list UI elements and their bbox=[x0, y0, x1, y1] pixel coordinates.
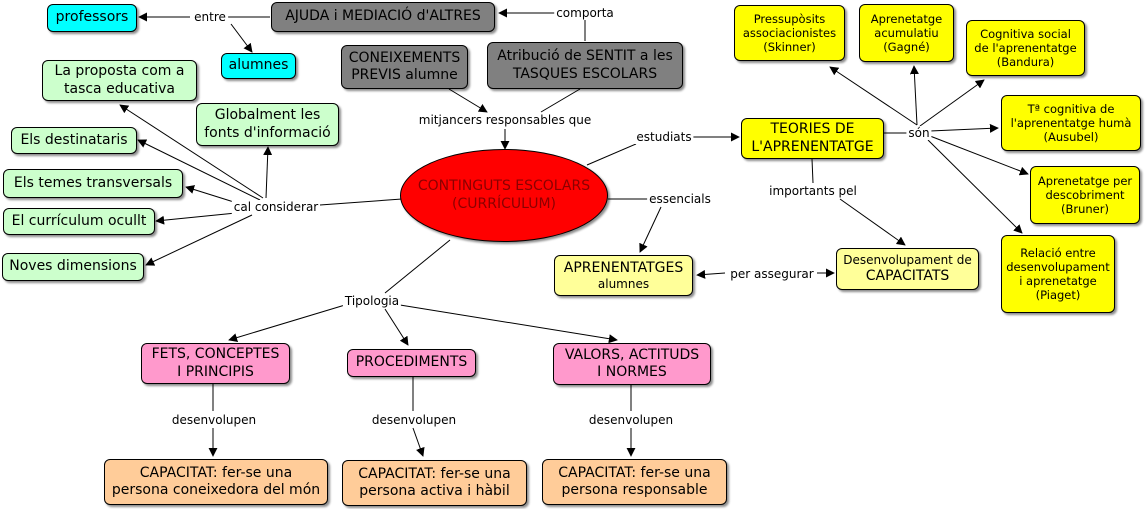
alumnes-node[interactable]: alumnes bbox=[221, 53, 296, 79]
fets-conceptes-node[interactable]: FETS, CONCEPTES I PRINCIPIS bbox=[141, 343, 290, 384]
valors-actituds-text: VALORS, ACTITUDS I NORMES bbox=[564, 346, 700, 380]
label-essencials: essencials bbox=[647, 192, 713, 206]
professors-text: professors bbox=[55, 9, 129, 26]
label-desenvolupen-2: desenvolupen bbox=[369, 413, 459, 427]
coneixements-previs-text: CONEIXEMENTS PREVIS alumne bbox=[348, 49, 461, 83]
label-entre: entre bbox=[192, 10, 228, 24]
globalment-text: Globalment les fonts d'informació bbox=[204, 107, 331, 141]
label-mitjancers: mitjancers responsables que bbox=[416, 113, 594, 127]
professors-node[interactable]: professors bbox=[47, 4, 137, 32]
desenvolupament-line1: Desenvolupament de bbox=[843, 253, 972, 268]
destinataris-text: Els destinataris bbox=[20, 131, 128, 148]
ajuda-mediacio-text: AJUDA i MEDIACIÓ d'ALTRES bbox=[285, 8, 481, 25]
teories-aprenentatge-text: TEORIES DE L'APRENENTATGE bbox=[751, 121, 874, 155]
ausubel-node[interactable]: Tª cognitiva de l'aprenentatge humà (Aus… bbox=[1001, 95, 1141, 151]
curriculum-ocult-text: El currículum ocullt bbox=[11, 212, 147, 229]
ausubel-text: Tª cognitiva de l'aprenentatge humà (Aus… bbox=[1010, 101, 1132, 144]
gagne-node[interactable]: Aprenetatge acumulatiu (Gagné) bbox=[859, 4, 954, 62]
capacitat-responsable-node[interactable]: CAPACITAT: fer-se una persona responsabl… bbox=[542, 459, 727, 505]
capacitat-coneixedora-node[interactable]: CAPACITAT: fer-se una persona coneixedor… bbox=[104, 459, 328, 505]
procediments-text: PROCEDIMENTS bbox=[355, 354, 468, 371]
proposta-text: La proposta com a tasca educativa bbox=[54, 63, 185, 97]
continguts-escolars-text: CONTINGUTS ESCOLARS (CURRÍCULUM) bbox=[417, 178, 591, 212]
bruner-text: Aprenetatge per descobriment (Bruner) bbox=[1037, 173, 1133, 216]
teories-aprenentatge-node[interactable]: TEORIES DE L'APRENENTATGE bbox=[741, 118, 884, 159]
desenvolupament-line2: CAPACITATS bbox=[865, 267, 950, 284]
label-desenvolupen-3: desenvolupen bbox=[586, 413, 676, 427]
label-comporta: comporta bbox=[554, 6, 616, 20]
destinataris-node[interactable]: Els destinataris bbox=[11, 127, 137, 154]
label-tipologia: Tipologia bbox=[342, 294, 402, 308]
valors-actituds-node[interactable]: VALORS, ACTITUDS I NORMES bbox=[553, 343, 711, 385]
noves-dimensions-text: Noves dimensions bbox=[9, 258, 137, 275]
skinner-node[interactable]: Pressupòsits associacionistes (Skinner) bbox=[734, 5, 845, 61]
piaget-text: Relació entre desenvolupament i apreneta… bbox=[1006, 245, 1110, 303]
bruner-node[interactable]: Aprenetatge per descobriment (Bruner) bbox=[1030, 166, 1140, 224]
temes-transversals-node[interactable]: Els temes transversals bbox=[3, 169, 183, 198]
capacitat-responsable-text: CAPACITAT: fer-se una persona responsabl… bbox=[558, 464, 711, 498]
aprenentatges-alumnes-node[interactable]: APRENENTATGES alumnes bbox=[554, 255, 693, 296]
temes-transversals-text: Els temes transversals bbox=[13, 174, 173, 191]
piaget-node[interactable]: Relació entre desenvolupament i apreneta… bbox=[1001, 235, 1115, 313]
label-son: són bbox=[906, 126, 932, 140]
label-desenvolupen-1: desenvolupen bbox=[169, 413, 259, 427]
noves-dimensions-node[interactable]: Noves dimensions bbox=[2, 253, 144, 281]
globalment-node[interactable]: Globalment les fonts d'informació bbox=[196, 103, 339, 146]
capacitat-activa-node[interactable]: CAPACITAT: fer-se una persona activa i h… bbox=[342, 460, 527, 506]
curriculum-ocult-node[interactable]: El currículum ocullt bbox=[3, 208, 155, 235]
label-estudiats: estudiats bbox=[634, 130, 694, 144]
label-cal-considerar: cal considerar bbox=[231, 200, 321, 214]
capacitat-activa-text: CAPACITAT: fer-se una persona activa i h… bbox=[358, 465, 511, 499]
aprenentatges-line2: alumnes bbox=[597, 276, 650, 291]
atribucio-sentit-node[interactable]: Atribució de SENTIT a les TASQUES ESCOLA… bbox=[487, 42, 683, 89]
capacitat-coneixedora-text: CAPACITAT: fer-se una persona coneixedor… bbox=[111, 464, 321, 498]
label-importants: importants pel bbox=[767, 184, 859, 198]
bandura-node[interactable]: Cognitiva social de l'aprenentatge (Band… bbox=[966, 20, 1085, 76]
atribucio-sentit-text: Atribució de SENTIT a les TASQUES ESCOLA… bbox=[497, 48, 673, 82]
procediments-node[interactable]: PROCEDIMENTS bbox=[347, 349, 476, 377]
coneixements-previs-node[interactable]: CONEIXEMENTS PREVIS alumne bbox=[341, 45, 468, 89]
gagne-text: Aprenetatge acumulatiu (Gagné) bbox=[870, 11, 943, 54]
label-per-assegurar: per assegurar bbox=[728, 267, 816, 281]
alumnes-text: alumnes bbox=[228, 57, 289, 74]
desenvolupament-capacitats-node[interactable]: Desenvolupament de CAPACITATS bbox=[836, 248, 979, 290]
ajuda-mediacio-node[interactable]: AJUDA i MEDIACIÓ d'ALTRES bbox=[271, 2, 495, 32]
proposta-node[interactable]: La proposta com a tasca educativa bbox=[42, 60, 197, 101]
fets-conceptes-text: FETS, CONCEPTES I PRINCIPIS bbox=[151, 346, 280, 380]
bandura-text: Cognitiva social de l'aprenentatge (Band… bbox=[974, 26, 1077, 69]
skinner-text: Pressupòsits associacionistes (Skinner) bbox=[742, 11, 837, 54]
continguts-escolars-node[interactable]: CONTINGUTS ESCOLARS (CURRÍCULUM) bbox=[400, 149, 608, 242]
aprenentatges-line1: APRENENTATGES bbox=[563, 259, 684, 276]
